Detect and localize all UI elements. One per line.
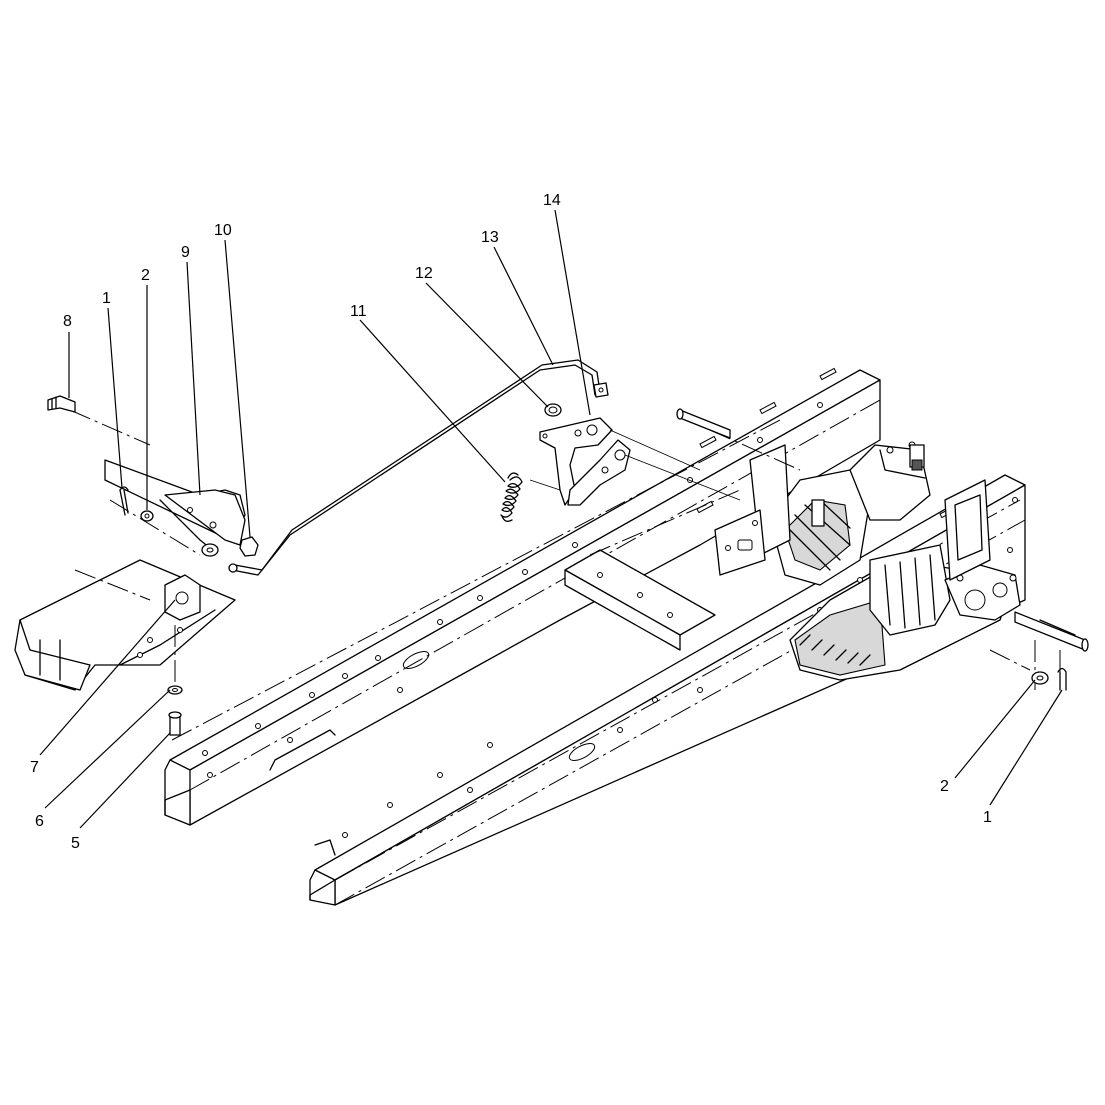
callout-2-right: 2 <box>940 778 949 795</box>
bolt-5 <box>168 711 182 736</box>
callout-5: 5 <box>71 835 80 852</box>
callout-labels: 8 1 2 9 10 11 12 13 14 7 6 5 2 1 <box>30 192 992 852</box>
callout-1-right: 1 <box>983 809 992 826</box>
seat-pan <box>14 559 236 691</box>
cross-member <box>564 489 741 651</box>
spring-11 <box>500 472 523 522</box>
callout-2: 2 <box>141 267 150 284</box>
lever-plate-14 <box>529 417 741 506</box>
callout-11: 11 <box>350 303 367 320</box>
nut-10 <box>239 536 259 557</box>
transaxle-assembly <box>676 408 1089 690</box>
pedal-bracket <box>69 409 246 557</box>
callout-13: 13 <box>481 229 499 246</box>
washer-right <box>1031 671 1049 685</box>
leader-lines <box>39 209 1063 829</box>
bolt-8 <box>47 395 76 413</box>
callout-14: 14 <box>543 192 561 209</box>
cotter-pin-right <box>1057 667 1067 691</box>
cotter-pin-left <box>119 486 129 516</box>
callout-7: 7 <box>30 759 39 776</box>
callout-9: 9 <box>181 244 190 261</box>
callout-8: 8 <box>63 313 72 330</box>
callout-12: 12 <box>415 265 433 282</box>
clip-12 <box>544 403 562 417</box>
washer-6 <box>167 685 183 695</box>
frame-rail-rear <box>164 367 881 826</box>
washer-left <box>140 510 154 522</box>
callout-6: 6 <box>35 813 44 830</box>
callout-1: 1 <box>102 290 111 307</box>
control-rod <box>228 359 609 576</box>
callout-10: 10 <box>214 222 232 239</box>
